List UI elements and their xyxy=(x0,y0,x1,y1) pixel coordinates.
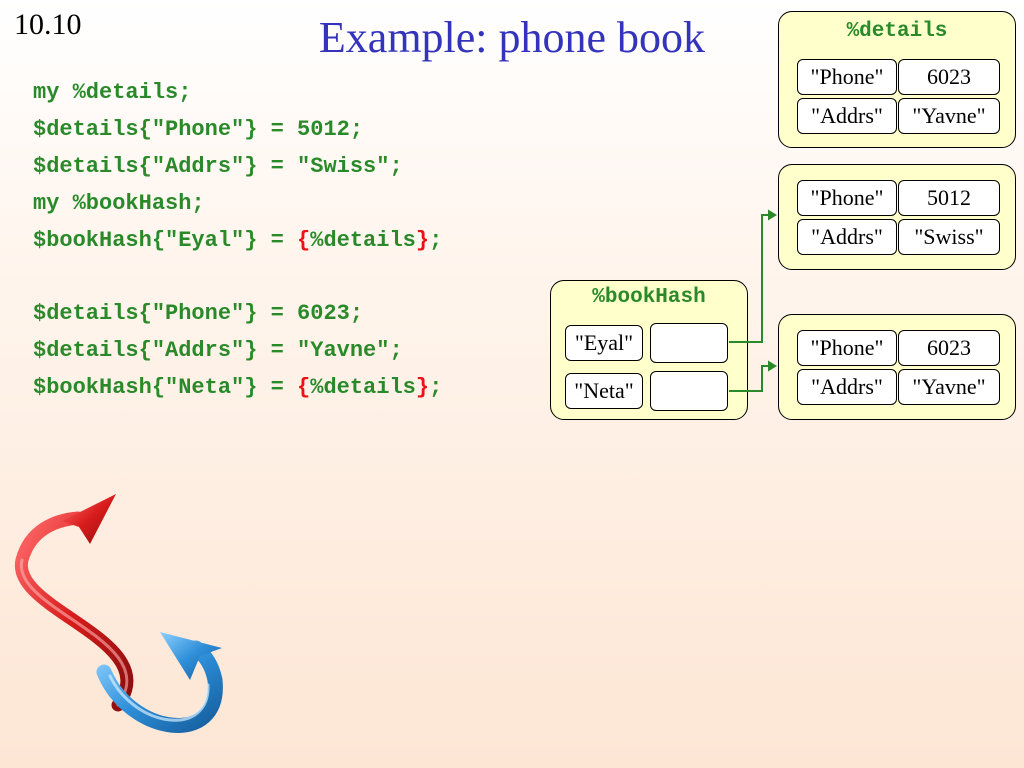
code-line-1: my %details; xyxy=(33,80,192,105)
anon1-key-addrs: "Addrs" xyxy=(797,219,897,255)
code-line-8: $bookHash{"Neta"} = {%details}; xyxy=(33,369,442,406)
code-brace-close: } xyxy=(415,228,430,253)
code-line-2: $details{"Phone"} = 5012; xyxy=(33,117,364,142)
code-line-7: $details{"Addrs"} = "Yavne"; xyxy=(33,338,403,363)
details-hash-title: %details xyxy=(846,20,948,43)
bookhash-key-eyal: "Eyal" xyxy=(565,325,643,361)
bookhash-ref-eyal xyxy=(650,323,728,363)
details-hash-box: %details "Phone" 6023 "Addrs" "Yavne" xyxy=(778,11,1016,148)
bookhash-ref-neta xyxy=(650,371,728,411)
anon2-key-phone: "Phone" xyxy=(797,330,897,366)
bookhash-box: %bookHash "Eyal" "Neta" xyxy=(550,280,748,420)
anon2-key-addrs: "Addrs" xyxy=(797,369,897,405)
anon-hash-2-box: "Phone" 6023 "Addrs" "Yavne" xyxy=(778,314,1016,420)
bookhash-title: %bookHash xyxy=(592,286,706,309)
slide-number: 10.10 xyxy=(14,8,82,41)
anon1-value-addrs: "Swiss" xyxy=(898,219,1000,255)
details-value-addrs: "Yavne" xyxy=(898,98,1000,134)
anon1-key-phone: "Phone" xyxy=(797,180,897,216)
code-listing: my %details; $details{"Phone"} = 5012; $… xyxy=(33,74,442,406)
anon-hash-1-box: "Phone" 5012 "Addrs" "Swiss" xyxy=(778,164,1016,270)
code-line-5-end: ; xyxy=(429,228,443,253)
code-line-8-prefix: $bookHash{"Neta"} = xyxy=(33,375,298,400)
neta-reference-arrow xyxy=(729,360,777,392)
anon2-value-addrs: "Yavne" xyxy=(898,369,1000,405)
anon2-value-phone: 6023 xyxy=(898,330,1000,366)
code-line-6: $details{"Phone"} = 6023; xyxy=(33,301,364,326)
code-line-8-mid: %details xyxy=(310,375,416,400)
details-key-phone: "Phone" xyxy=(797,59,897,95)
details-key-addrs: "Addrs" xyxy=(797,98,897,134)
anon1-value-phone: 5012 xyxy=(898,180,1000,216)
code-line-5: $bookHash{"Eyal"} = {%details}; xyxy=(33,222,442,259)
code-brace-close: } xyxy=(415,375,430,400)
red-curved-arrow-icon xyxy=(14,494,134,712)
code-line-5-mid: %details xyxy=(310,228,416,253)
slide-title: Example: phone book xyxy=(318,13,706,62)
code-line-5-prefix: $bookHash{"Eyal"} = xyxy=(33,228,298,253)
code-line-8-end: ; xyxy=(429,375,443,400)
bookhash-key-neta: "Neta" xyxy=(565,373,643,409)
code-line-3: $details{"Addrs"} = "Swiss"; xyxy=(33,154,403,179)
code-brace-open: { xyxy=(297,228,311,253)
blue-curved-arrow-icon xyxy=(96,632,223,733)
eyal-reference-arrow xyxy=(729,209,777,343)
code-line-4: my %bookHash; xyxy=(33,191,205,216)
code-brace-open: { xyxy=(297,375,311,400)
details-value-phone: 6023 xyxy=(898,59,1000,95)
